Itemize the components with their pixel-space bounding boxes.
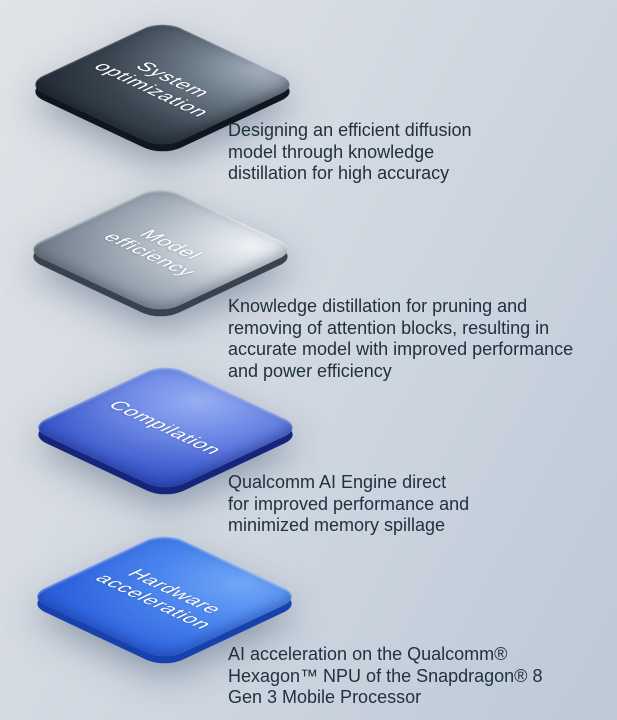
chip-label-hardware-acceleration: Hardware acceleration (90, 566, 230, 632)
chip-top-face: Hardware acceleration (26, 531, 303, 662)
chip-top-face: Model efficiency (22, 184, 299, 315)
description-model-efficiency: Knowledge distillation for pruning and r… (228, 296, 574, 381)
description-system-optimization: Designing an efficient diffusion model t… (228, 120, 472, 183)
description-compilation: Qualcomm AI Engine direct for improved p… (228, 472, 470, 535)
description-hardware-acceleration: AI acceleration on the Qualcomm® Hexagon… (228, 644, 543, 707)
chip-label-model-efficiency: Model efficiency (98, 226, 210, 279)
